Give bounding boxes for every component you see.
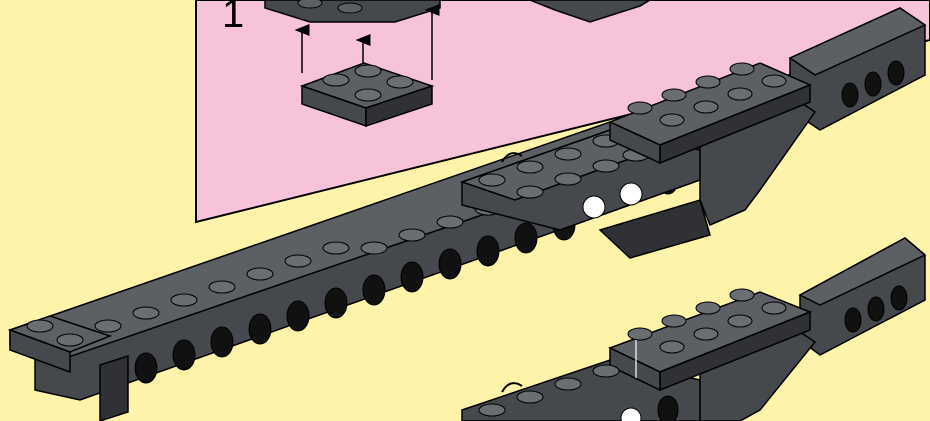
step-number: 1 [222,0,244,34]
assembly-lower [462,238,925,421]
